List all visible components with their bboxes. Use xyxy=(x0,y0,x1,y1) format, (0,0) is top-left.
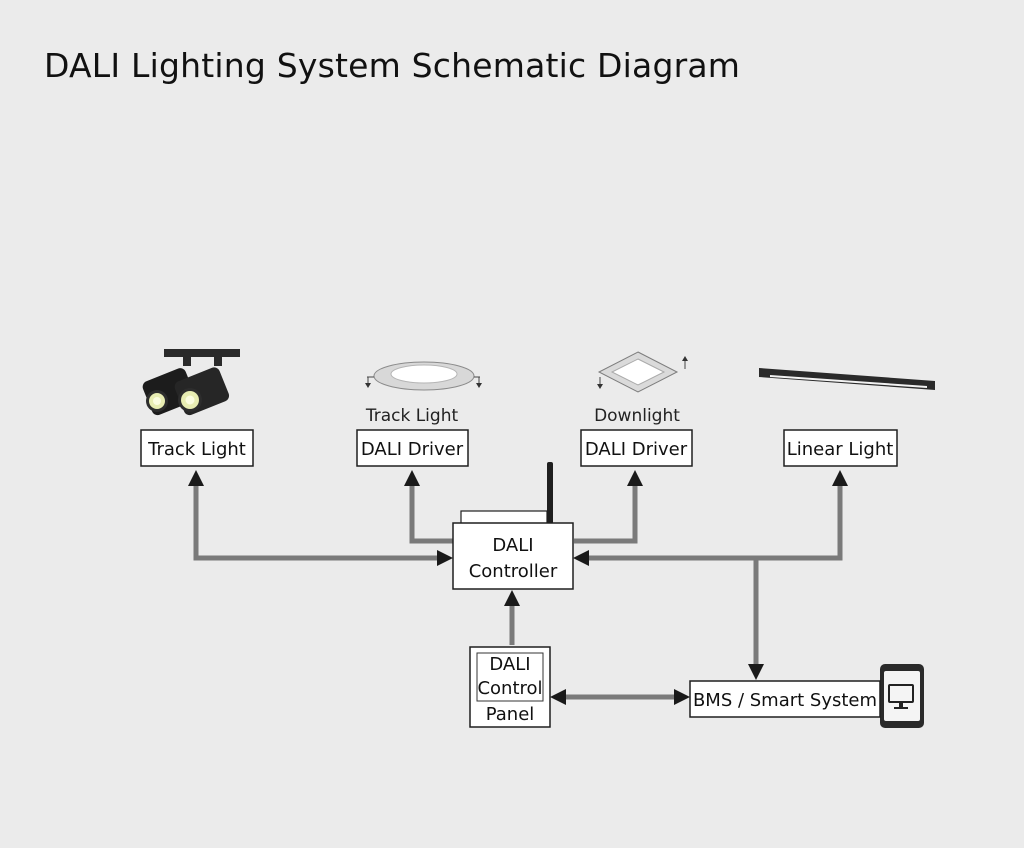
controller-label-line1: DALI xyxy=(492,535,533,556)
tablet-icon xyxy=(880,664,924,728)
control-panel-line3: Panel xyxy=(486,704,535,725)
dali-driver-2-box: DALI Driver xyxy=(580,429,693,467)
arrow-up-driver-2 xyxy=(627,470,643,486)
dali-driver-1-label: DALI Driver xyxy=(361,439,464,460)
arrow-up-driver-1 xyxy=(404,470,420,486)
round-panel-light-icon xyxy=(365,361,482,391)
panel-light-caption: Track Light xyxy=(365,406,459,426)
arrow-left-controller xyxy=(573,550,589,566)
arrow-left-panel xyxy=(550,689,566,705)
bms-smart-system-box: BMS / Smart System xyxy=(689,680,881,718)
dali-driver-1-box: DALI Driver xyxy=(356,429,469,467)
arrow-up-linear xyxy=(832,470,848,486)
track-light-box: Track Light xyxy=(140,429,254,467)
arrow-up-track xyxy=(188,470,204,486)
downlight-caption: Downlight xyxy=(594,406,680,426)
antenna-icon xyxy=(460,462,553,525)
linear-light-box: Linear Light xyxy=(783,429,898,467)
linear-light-label: Linear Light xyxy=(787,439,894,460)
square-panel-light-icon xyxy=(597,351,688,393)
arrow-right-bms xyxy=(674,689,690,705)
arrowheads xyxy=(188,470,848,705)
arrow-down-bms xyxy=(748,664,764,680)
wire-track-light xyxy=(193,484,442,561)
dali-controller-box: DALI Controller xyxy=(452,522,574,590)
page-title: DALI Lighting System Schematic Diagram xyxy=(44,46,741,85)
dali-control-panel-box: DALI Control Panel xyxy=(469,646,551,728)
wire-driver-1 xyxy=(409,484,453,544)
linear-light-icon xyxy=(759,368,935,390)
arrow-right-controller xyxy=(437,550,453,566)
control-panel-line1: DALI xyxy=(489,654,530,675)
arrow-up-controller xyxy=(504,590,520,606)
dali-driver-2-label: DALI Driver xyxy=(585,439,688,460)
track-light-label: Track Light xyxy=(147,439,246,460)
wire-driver-2 xyxy=(574,484,638,544)
wire-linear-light xyxy=(584,484,843,561)
control-panel-line2: Control xyxy=(477,678,542,699)
controller-label-line2: Controller xyxy=(469,561,558,582)
bms-label: BMS / Smart System xyxy=(693,690,877,711)
wires xyxy=(193,484,843,700)
track-spotlight-icon xyxy=(142,349,240,416)
